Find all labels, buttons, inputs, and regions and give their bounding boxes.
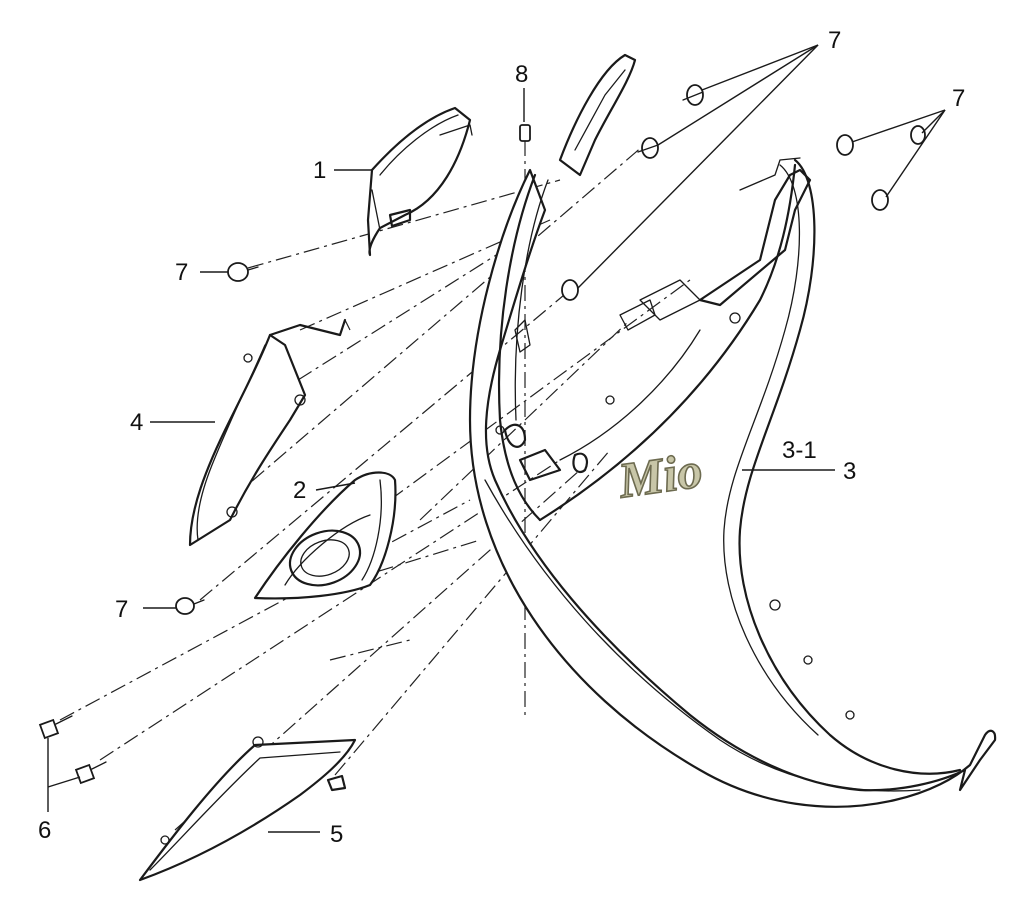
callout-part-5: 5	[330, 821, 343, 848]
mio-logo-emblem: Mio	[613, 441, 706, 510]
clip-fastener	[227, 262, 259, 282]
clip-fastener	[561, 279, 579, 301]
screw-fastener	[74, 761, 107, 785]
lamp-housing-part-2	[253, 471, 397, 600]
callout-part-7-top: 7	[828, 27, 841, 54]
clip-fastener	[637, 137, 659, 159]
callout-part-4: 4	[130, 409, 143, 436]
callout-part-1: 1	[313, 157, 326, 184]
callout-part-8: 8	[515, 61, 528, 88]
screw-fastener	[38, 715, 73, 740]
front-panel-part-3	[468, 53, 997, 808]
callout-part-7-right: 7	[952, 85, 965, 112]
leader-lines	[47, 44, 946, 833]
callout-labels: 1 2 3 3-1 4 5 6 7 7 7 7 8	[38, 27, 965, 848]
callout-part-7-left-lower: 7	[115, 596, 128, 623]
clip-fastener	[836, 134, 854, 156]
callout-part-3: 3	[843, 458, 856, 485]
side-panel-part-4	[188, 318, 347, 547]
clip-fastener	[175, 597, 205, 615]
callout-part-7-left-upper: 7	[175, 259, 188, 286]
callout-part-6: 6	[38, 817, 51, 844]
clip-fastener	[871, 189, 889, 211]
mio-logo-text: Mio	[614, 441, 705, 508]
upper-trim-part-1	[366, 106, 473, 257]
small-clip-fastener	[519, 124, 531, 142]
clip-fastener	[910, 125, 926, 145]
clip-fastener	[682, 84, 704, 106]
lower-trim-part-5	[138, 736, 357, 882]
callout-part-3-1: 3-1	[782, 437, 817, 464]
callout-part-2: 2	[293, 477, 306, 504]
